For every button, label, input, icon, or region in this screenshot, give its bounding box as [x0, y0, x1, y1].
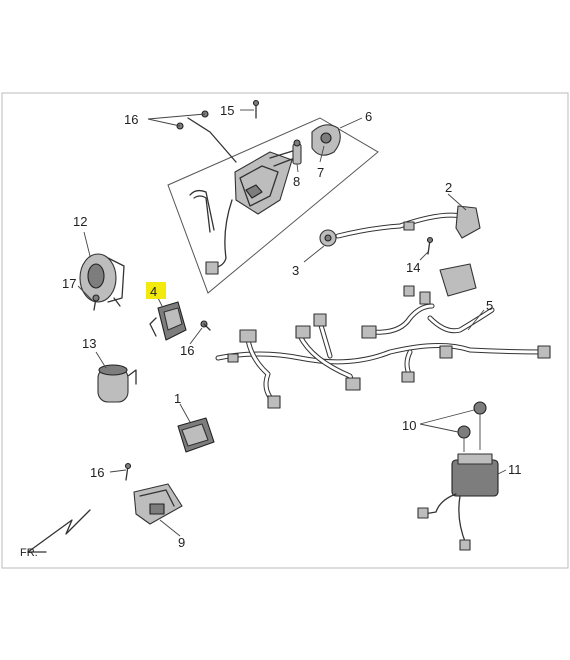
callout-5: 5 — [486, 298, 493, 313]
direction-label: FR. — [20, 547, 38, 559]
wiring-harness-5 — [215, 263, 551, 409]
callout-15: 15 — [220, 103, 234, 118]
lock-cover-7 — [311, 124, 341, 156]
callout-16-top: 16 — [124, 112, 138, 127]
callout-13: 13 — [82, 336, 96, 351]
callout-2: 2 — [445, 180, 452, 195]
switch-9 — [133, 483, 183, 525]
callout-3: 3 — [292, 263, 299, 278]
screw-16-relay — [200, 320, 211, 331]
relay-4 — [149, 301, 187, 341]
ignition-switch-assembly — [176, 110, 301, 275]
regulator-1 — [177, 417, 215, 453]
key-cylinder-8 — [292, 139, 302, 165]
callout-16-switch: 16 — [90, 465, 104, 480]
front-direction-arrow — [27, 509, 91, 553]
horn-12 — [79, 253, 125, 307]
callout-16-relay: 16 — [180, 343, 194, 358]
callout-10: 10 — [402, 418, 416, 433]
sensor-cable-2 — [319, 205, 481, 247]
callout-12: 12 — [73, 214, 87, 229]
callout-17: 17 — [62, 276, 76, 291]
callout-14: 14 — [406, 260, 420, 275]
callout-7: 7 — [317, 165, 324, 180]
callout-8: 8 — [293, 174, 300, 189]
callout-6: 6 — [365, 109, 372, 124]
screw-17 — [92, 294, 100, 311]
group-6-enclosure — [167, 117, 379, 294]
callout-9: 9 — [178, 535, 185, 550]
callout-1: 1 — [174, 391, 181, 406]
callout-4-highlight — [146, 282, 166, 299]
screw-16-switch — [124, 462, 132, 481]
screw-14 — [426, 236, 434, 255]
callout-4: 4 — [150, 284, 157, 299]
callout-labels: 1 2 3 4 5 6 7 8 9 10 11 12 13 14 15 16 1… — [20, 103, 522, 559]
flasher-13 — [97, 364, 137, 403]
screw-15 — [252, 99, 260, 119]
callout-11: 11 — [508, 462, 522, 477]
ignition-coil-11 — [417, 453, 499, 551]
leader-lines — [77, 109, 507, 537]
